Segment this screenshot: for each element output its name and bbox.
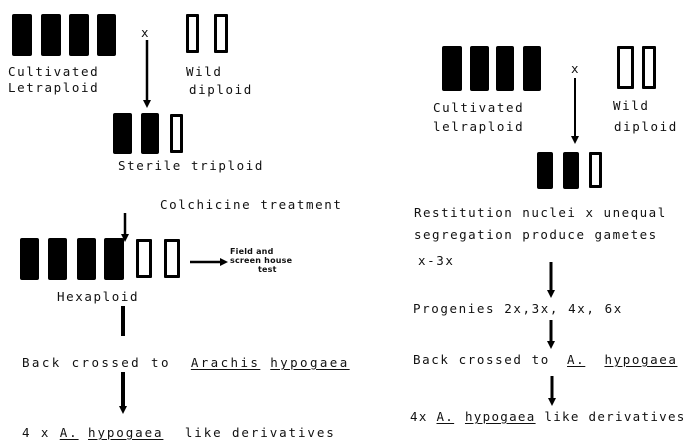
gametes-label: x-3x (418, 253, 455, 268)
chromosome (642, 46, 656, 89)
restitution-label: Restitution nuclei x unequal (414, 205, 667, 220)
chromosome (214, 14, 228, 53)
genus-abbrev: A. (436, 409, 455, 424)
result-label: 4 x A. hypogaea like derivatives (22, 425, 336, 440)
field-note-line: test (258, 265, 277, 274)
treatment-label: Colchicine treatment (160, 197, 343, 212)
chromosome (170, 114, 183, 153)
field-note-line: screen house (230, 256, 293, 265)
chromosome (470, 46, 489, 91)
chromosome (41, 14, 61, 56)
chromosome (442, 46, 462, 91)
chromosome (141, 113, 159, 154)
cross-symbol: x (571, 61, 581, 76)
parent-cultivated-label: Cultivated (8, 64, 100, 79)
backcross-prefix: Back crossed to (22, 355, 171, 370)
genus-abbrev: A. (59, 425, 79, 440)
chromosome (523, 46, 541, 91)
hexaploid-label: Hexaploid (57, 289, 140, 304)
backcross-label: Back crossed to Arachis hypogaea (22, 355, 350, 370)
genus-abbrev: A. (567, 352, 586, 367)
backcross-prefix: Back crossed to (413, 352, 550, 367)
chromosome (496, 46, 514, 91)
chromosome (136, 239, 152, 278)
chromosome (617, 46, 634, 89)
chromosome (186, 14, 199, 53)
result-suffix: like derivatives (544, 409, 686, 424)
species-name: Arachis (190, 355, 261, 370)
chromosome (97, 14, 116, 56)
chromosome (104, 238, 124, 280)
result-suffix: like derivatives (184, 425, 336, 440)
triploid-label: Sterile triploid (118, 158, 265, 173)
restitution-label: segregation produce gametes (414, 227, 658, 242)
parent-wild-label: diploid (614, 119, 678, 134)
result-label: 4x A. hypogaea like derivatives (410, 409, 686, 424)
chromosome (113, 113, 132, 154)
species-epithet: hypogaea (604, 352, 678, 367)
chromosome (563, 152, 579, 189)
chromosome (77, 238, 96, 280)
chromosome (164, 239, 180, 278)
parent-wild-label: diploid (189, 82, 253, 97)
result-prefix: 4x (410, 409, 428, 424)
chromosome (589, 152, 602, 188)
backcross-label: Back crossed to A. hypogaea (413, 352, 678, 367)
field-test-note: Field and screen house test (230, 247, 292, 274)
parent-wild-label: Wild (186, 64, 223, 79)
chromosome (69, 14, 89, 56)
progenies-label: Progenies 2x,3x, 4x, 6x (413, 301, 623, 316)
parent-cultivated-label: Letraploid (8, 80, 100, 95)
field-note-line: Field and (230, 247, 274, 256)
chromosome (48, 238, 67, 280)
result-prefix: 4 x (22, 425, 51, 440)
parent-cultivated-label: Cultivated (433, 100, 525, 115)
cross-symbol: x (141, 25, 151, 40)
species-epithet: hypogaea (88, 425, 164, 440)
chromosome (537, 152, 553, 189)
parent-cultivated-label: lelraploid (433, 119, 525, 134)
chromosome (12, 14, 32, 56)
species-epithet: hypogaea (270, 355, 350, 370)
chromosome (20, 238, 39, 280)
species-epithet: hypogaea (464, 409, 536, 424)
parent-wild-label: Wild (613, 98, 650, 113)
